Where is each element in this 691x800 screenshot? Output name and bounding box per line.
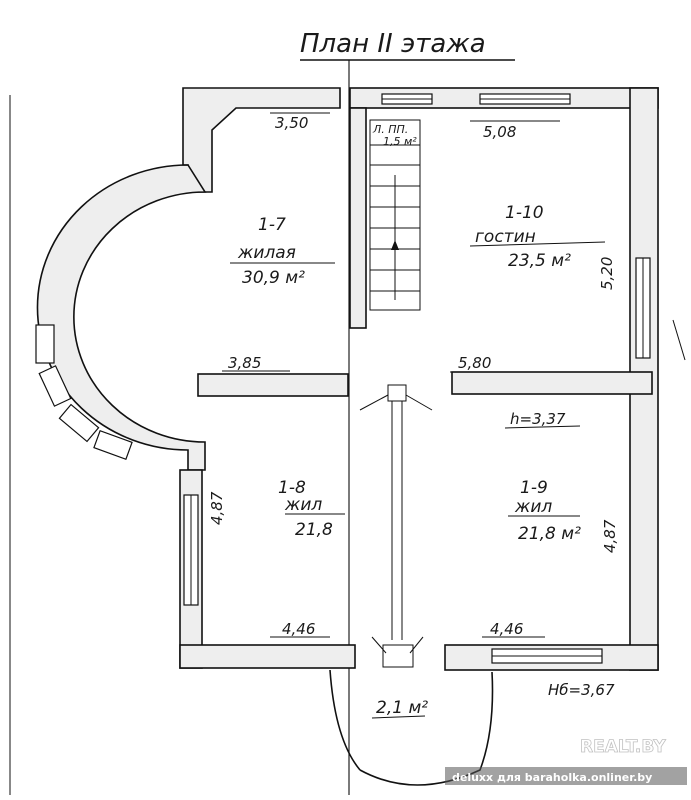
stair-area: 1,5 м² (383, 135, 417, 148)
room-area: 23,5 м² (508, 251, 571, 271)
dimension-labels: 3,50 5,08 5,20 3,85 5,80 4,87 4,87 4,46 … (208, 112, 619, 699)
bay-window-1 (35, 324, 55, 364)
stair-label: Л. ПП. 1,5 м² (372, 123, 417, 148)
room-area: 21,8 м² (518, 524, 581, 544)
windows (35, 93, 651, 664)
dim-3-85: 3,85 (228, 354, 261, 372)
watermark-credit: deluxx для baraholka.onliner.by (452, 771, 652, 784)
room-area: 30,9 м² (242, 268, 305, 288)
wall-1-7-1-8 (197, 373, 349, 397)
room-number: 1-7 (258, 215, 286, 235)
ceiling-height: h=3,37 (510, 410, 566, 428)
dim-4-46-right: 4,46 (490, 620, 523, 638)
outer-walls (36, 87, 659, 671)
dim-4-87-right: 4,87 (601, 519, 619, 553)
staircase (369, 119, 421, 311)
stair-wall (349, 107, 367, 329)
bay-wall-arc (36, 164, 207, 471)
room-area: 21,8 (295, 520, 333, 540)
bay-window-3 (58, 403, 100, 443)
room-number: 1-10 (505, 203, 544, 223)
dim-3-50: 3,50 (275, 114, 308, 132)
room-name: жилая (237, 243, 296, 263)
room-name: жил (284, 495, 322, 515)
room-1-8: 1-8 жил 21,8 (278, 478, 345, 540)
balcony-edge-left (329, 669, 361, 771)
plan-title: План II этажа (300, 29, 486, 59)
room-name: гостин (475, 227, 536, 247)
room-number: 1-8 (278, 478, 306, 498)
room-number: 1-9 (520, 478, 548, 498)
balcony-area: 2,1 м² (376, 698, 428, 718)
right-wall (629, 87, 659, 671)
chimney-column (359, 384, 433, 668)
bay-window-2 (38, 365, 72, 407)
dim-4-46-left: 4,46 (282, 620, 315, 638)
wall-1-10-1-9 (451, 371, 653, 395)
right-edge-mark (672, 319, 686, 361)
bay-window-4 (93, 429, 133, 461)
dim-5-20: 5,20 (598, 257, 616, 290)
room-name: жил (514, 497, 552, 517)
realt-watermark: REALT.BY (580, 737, 667, 758)
dim-5-80: 5,80 (458, 354, 491, 372)
watermark-brand: REALT.BY (580, 737, 666, 757)
bay-wall-upper (182, 87, 341, 193)
dim-5-08: 5,08 (483, 123, 516, 141)
total-height: Нб=3,67 (548, 681, 615, 699)
dim-4-87-left: 4,87 (208, 491, 226, 525)
room-1-9: 1-9 жил 21,8 м² (508, 478, 581, 544)
room-1-7: 1-7 жилая 30,9 м² (230, 215, 335, 288)
credit-bar (445, 767, 687, 785)
stair-name: Л. ПП. (372, 123, 408, 136)
room-1-10: 1-10 гостин 23,5 м² (469, 203, 606, 271)
bottom-wall-left (179, 644, 356, 669)
